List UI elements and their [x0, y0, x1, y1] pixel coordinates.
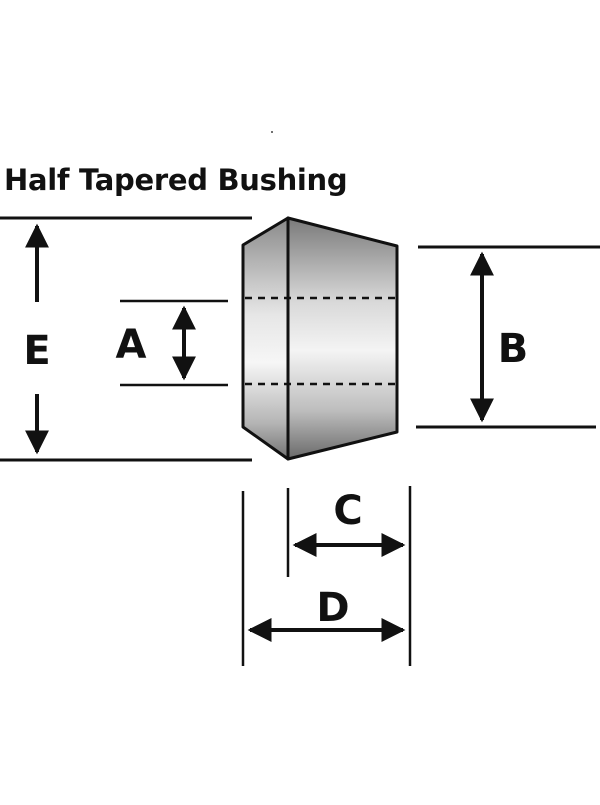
dimension-c-label: C	[333, 488, 362, 534]
dimension-b: B	[416, 245, 600, 429]
dimension-a: A	[116, 299, 228, 387]
dimension-a-label: A	[116, 322, 147, 368]
dimension-c: C	[286, 486, 412, 666]
dimension-e: E	[0, 216, 252, 462]
diagram-title: Half Tapered Bushing	[4, 163, 348, 197]
bushing-body	[241, 216, 399, 461]
dimension-b-label: B	[498, 326, 529, 372]
artifact-dot	[271, 131, 273, 133]
dimension-e-label: E	[23, 328, 50, 374]
dimension-d-label: D	[316, 585, 349, 631]
dimension-d: D	[241, 491, 406, 666]
